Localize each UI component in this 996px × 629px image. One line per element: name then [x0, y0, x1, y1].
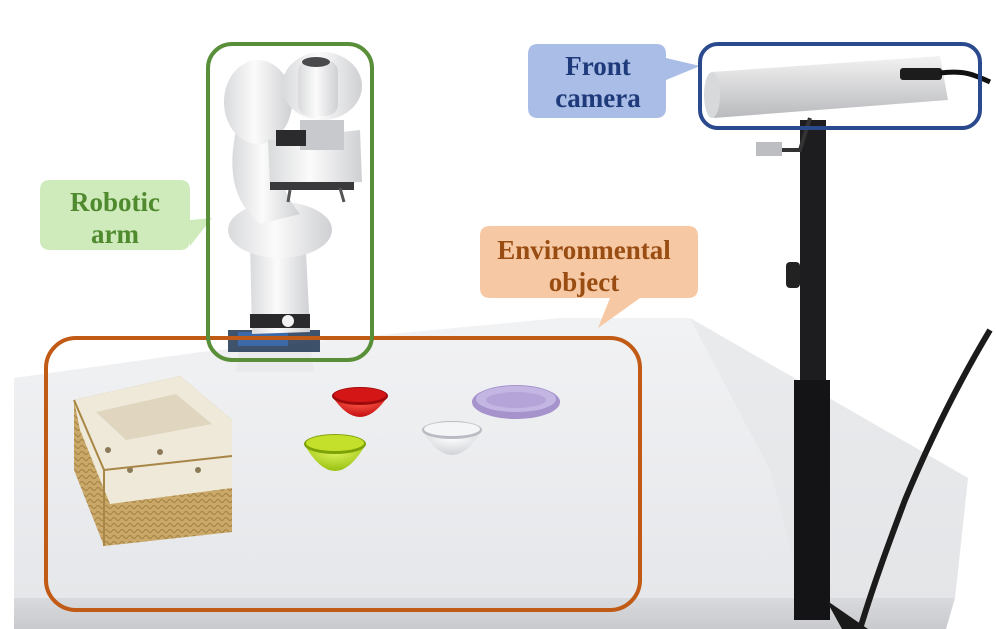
front-camera-callout-bubble — [528, 44, 700, 118]
front-camera-label: Front camera — [528, 50, 668, 114]
robotic-arm — [224, 52, 362, 372]
basket — [73, 376, 233, 546]
front-camera — [704, 56, 992, 156]
environmental-object-label: Environmental object — [474, 234, 694, 298]
red-bowl — [332, 387, 388, 417]
robotic-arm-frame — [206, 42, 374, 362]
robotic-arm-callout-bubble — [40, 180, 212, 250]
robotic-arm-label-line2: arm — [91, 219, 139, 249]
green-bowl — [304, 434, 366, 471]
environmental-object-label-line1: Environmental — [497, 235, 671, 265]
front-camera-label-line1: Front — [565, 51, 631, 81]
environmental-object-label-line2: object — [548, 267, 620, 297]
front-camera-frame — [698, 42, 982, 130]
robotic-arm-label: Robotic arm — [40, 186, 190, 250]
purple-plate — [472, 385, 560, 419]
robotic-arm-label-line1: Robotic — [70, 187, 160, 217]
environmental-object-frame — [44, 336, 642, 612]
front-camera-label-line2: camera — [555, 83, 641, 113]
environmental-object-callout-bubble — [480, 226, 698, 328]
camera-stand — [786, 120, 993, 629]
white-bowl — [422, 421, 482, 455]
